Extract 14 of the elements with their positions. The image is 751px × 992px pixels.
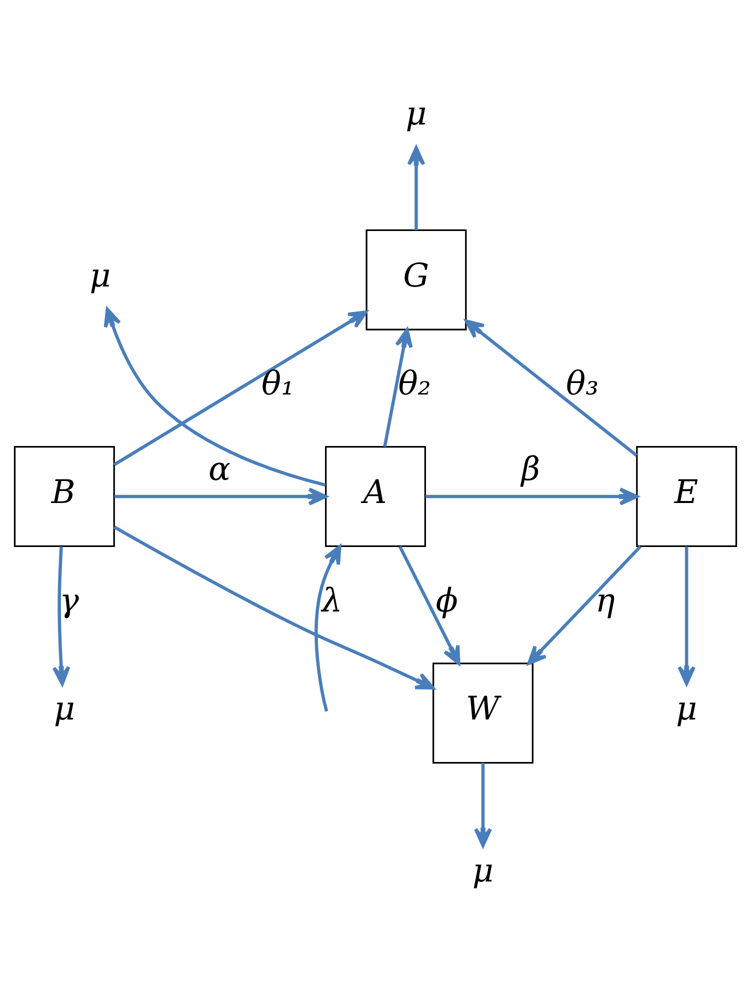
node-text: μ — [54, 689, 76, 728]
node-text: μ — [472, 851, 494, 890]
edge-label: ϕ — [436, 580, 458, 619]
edge-label: γ — [60, 580, 80, 619]
edge-label: θ₂ — [398, 364, 431, 402]
node-text: μ — [676, 689, 698, 728]
edge-label: θ₁ — [261, 364, 294, 402]
edge-label: β — [521, 450, 540, 488]
edge-label: η — [595, 580, 615, 619]
edge-label: λ — [322, 580, 342, 619]
node-text: μ — [90, 256, 111, 294]
node-text: μ — [406, 94, 427, 132]
edge-label: θ₃ — [566, 364, 599, 402]
edge-label: α — [208, 450, 231, 488]
